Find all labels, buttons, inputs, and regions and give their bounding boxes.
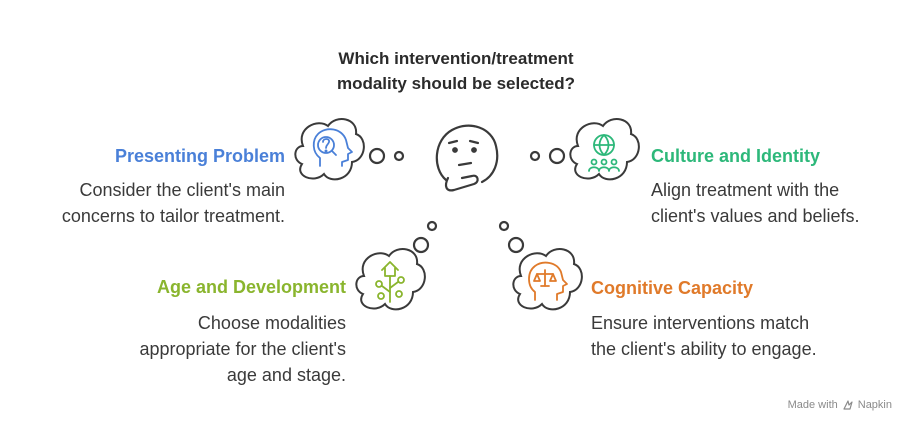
napkin-logo-icon — [843, 400, 853, 410]
presenting-problem-heading: Presenting Problem — [114, 146, 285, 166]
description-line: Align treatment with the — [651, 180, 840, 200]
description-line: concerns to tailor treatment. — [61, 206, 285, 226]
description-line: appropriate for the client's — [139, 339, 346, 359]
description-line: the client's ability to engage. — [591, 339, 817, 359]
napkin-brand-label: Napkin — [857, 399, 892, 411]
thought-dots — [368, 147, 566, 254]
diagram-title: Which intervention/treatment modality sh… — [306, 46, 606, 96]
thinking-face-icon — [435, 124, 499, 192]
description-line: Consider the client's main — [79, 180, 285, 200]
description-line: Choose modalities — [197, 313, 346, 333]
cloud-bubbles — [294, 118, 640, 311]
title-line-1: Which intervention/treatment — [338, 49, 574, 68]
cognitive-capacity-heading: Cognitive Capacity — [591, 278, 754, 298]
age-development-description: Choose modalities appropriate for the cl… — [139, 310, 346, 388]
head-balance-icon — [528, 261, 568, 301]
head-question-icon — [312, 128, 353, 167]
culture-identity-description: Align treatment with the client's values… — [651, 177, 860, 229]
globe-people-icon — [588, 134, 620, 172]
growth-plant-icon — [375, 261, 405, 303]
title-line-2: modality should be selected? — [336, 74, 576, 93]
made-with-label: Made with — [787, 399, 838, 411]
cognitive-capacity-description: Ensure interventions match the client's … — [591, 310, 817, 362]
culture-identity-heading: Culture and Identity — [651, 146, 821, 166]
description-line: age and stage. — [226, 365, 346, 385]
description-line: client's values and beliefs. — [651, 206, 860, 226]
made-with-napkin[interactable]: Made with Napkin — [788, 399, 892, 411]
description-line: Ensure interventions match — [591, 313, 810, 333]
age-development-heading: Age and Development — [156, 277, 346, 297]
presenting-problem-description: Consider the client's main concerns to t… — [62, 177, 285, 229]
